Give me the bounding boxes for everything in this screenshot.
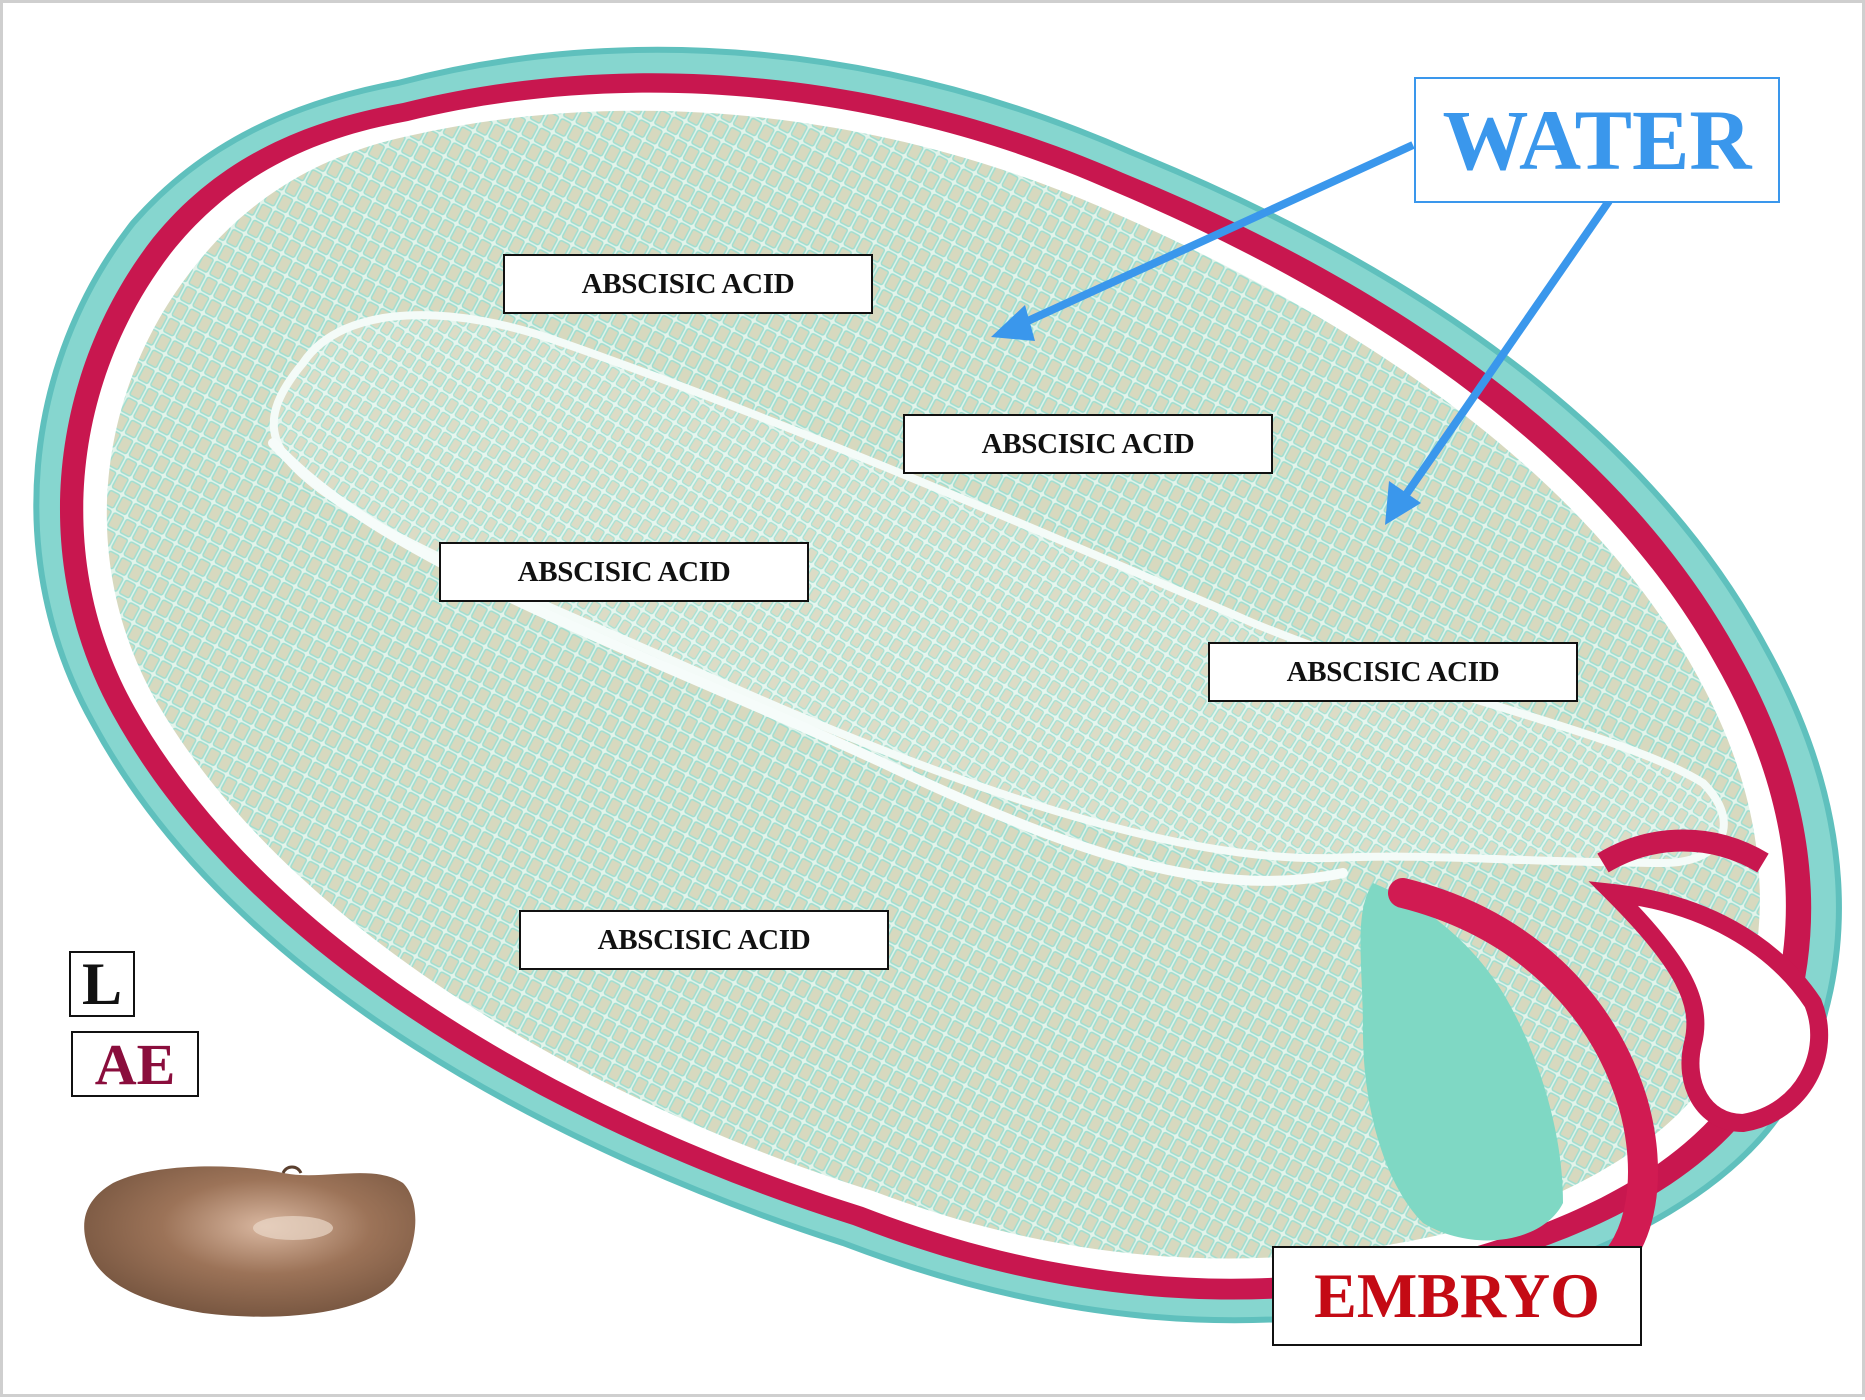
seed-section-illustration xyxy=(3,3,1865,1400)
legend-ae: AE xyxy=(71,1031,199,1097)
abscisic-acid-label-3: ABSCISIC ACID xyxy=(439,542,809,602)
abscisic-acid-label-2: ABSCISIC ACID xyxy=(903,414,1273,474)
abscisic-acid-label-1: ABSCISIC ACID xyxy=(503,254,873,314)
bean-seed-icon xyxy=(84,1166,415,1316)
abscisic-acid-label-4: ABSCISIC ACID xyxy=(1208,642,1578,702)
legend-l: L xyxy=(69,951,135,1017)
water-text: WATER xyxy=(1442,90,1751,190)
abscisic-acid-label-5: ABSCISIC ACID xyxy=(519,910,889,970)
embryo-label: EMBRYO xyxy=(1272,1246,1642,1346)
water-label: WATER xyxy=(1414,77,1780,203)
